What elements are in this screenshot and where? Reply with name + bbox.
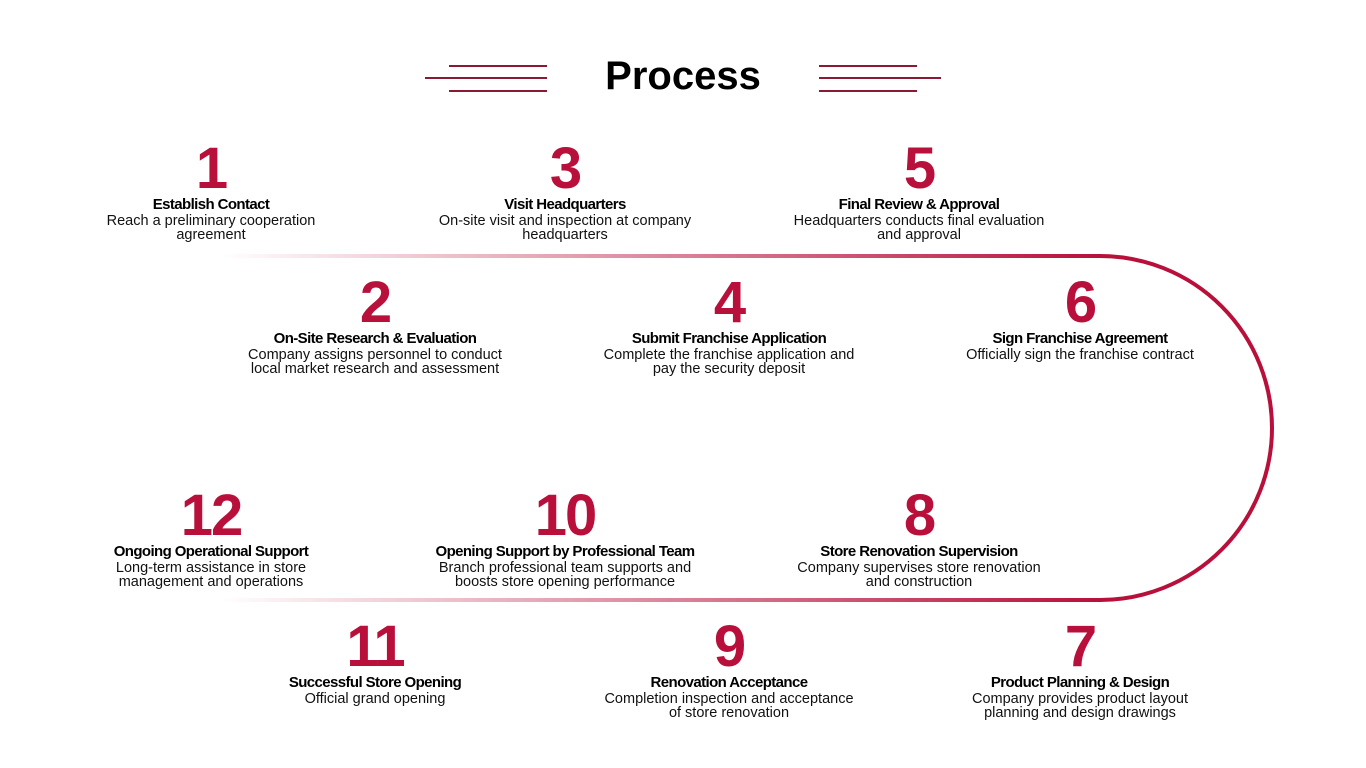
step-number: 3 xyxy=(549,136,582,201)
step-title: Renovation Acceptance xyxy=(650,674,808,691)
step-5: 5 Final Review & Approval Headquarters c… xyxy=(759,136,1079,243)
step-1: 1 Establish Contact Reach a preliminary … xyxy=(51,136,371,243)
title-decoration-line xyxy=(819,77,941,79)
title-decoration-line xyxy=(425,77,547,79)
step-description: Completion inspection and acceptance of … xyxy=(604,691,854,721)
step-number: 5 xyxy=(903,136,936,201)
step-2: 2 On-Site Research & Evaluation Company … xyxy=(215,270,535,377)
step-number: 6 xyxy=(1064,270,1097,335)
step-description: On-site visit and inspection at company … xyxy=(438,213,692,243)
step-title: On-Site Research & Evaluation xyxy=(273,330,477,347)
step-number: 9 xyxy=(713,614,746,679)
step-number: 8 xyxy=(903,483,936,548)
step-6: 6 Sign Franchise Agreement Officially si… xyxy=(920,270,1240,363)
step-number: 12 xyxy=(180,483,244,548)
step-4: 4 Submit Franchise Application Complete … xyxy=(569,270,889,377)
page-title: Process xyxy=(605,54,761,98)
title-decoration-line xyxy=(449,65,547,67)
title-decoration-line xyxy=(819,65,917,67)
step-title: Submit Franchise Application xyxy=(631,330,827,347)
step-description: Company supervises store renovation and … xyxy=(797,560,1041,590)
step-title: Sign Franchise Agreement xyxy=(992,330,1168,347)
step-description: Long-term assistance in store management… xyxy=(115,560,307,590)
step-7: 7 Product Planning & Design Company prov… xyxy=(920,614,1240,721)
step-9: 9 Renovation Acceptance Completion inspe… xyxy=(569,614,889,721)
step-description: Officially sign the franchise contract xyxy=(966,347,1194,363)
step-number: 10 xyxy=(534,483,598,548)
step-description: Official grand opening xyxy=(304,691,446,707)
step-description: Complete the franchise application and p… xyxy=(603,347,855,377)
step-3: 3 Visit Headquarters On-site visit and i… xyxy=(405,136,725,243)
step-description: Branch professional team supports and bo… xyxy=(438,560,692,590)
step-title: Store Renovation Supervision xyxy=(820,543,1018,560)
title-decoration-line xyxy=(819,90,917,92)
step-description: Headquarters conducts final evaluation a… xyxy=(793,213,1045,243)
step-description: Company provides product layout planning… xyxy=(971,691,1188,721)
step-title: Visit Headquarters xyxy=(504,196,626,213)
step-title: Successful Store Opening xyxy=(288,674,462,691)
step-title: Final Review & Approval xyxy=(838,196,1000,213)
step-8: 8 Store Renovation Supervision Company s… xyxy=(759,483,1079,590)
step-number: 1 xyxy=(195,136,228,201)
step-title: Opening Support by Professional Team xyxy=(435,543,696,560)
step-title: Establish Contact xyxy=(152,196,270,213)
step-title: Product Planning & Design xyxy=(990,674,1170,691)
step-description: Reach a preliminary cooperation agreemen… xyxy=(106,213,316,243)
step-12: 12 Ongoing Operational Support Long-term… xyxy=(51,483,371,590)
step-description: Company assigns personnel to conduct loc… xyxy=(248,347,502,377)
step-number: 2 xyxy=(359,270,392,335)
step-number: 7 xyxy=(1064,614,1097,679)
step-10: 10 Opening Support by Professional Team … xyxy=(405,483,725,590)
title-decoration-line xyxy=(449,90,547,92)
step-title: Ongoing Operational Support xyxy=(113,543,309,560)
step-number: 11 xyxy=(346,614,405,679)
step-number: 4 xyxy=(713,270,746,335)
step-11: 11 Successful Store Opening Official gra… xyxy=(215,614,535,707)
path-curve xyxy=(1099,254,1274,602)
